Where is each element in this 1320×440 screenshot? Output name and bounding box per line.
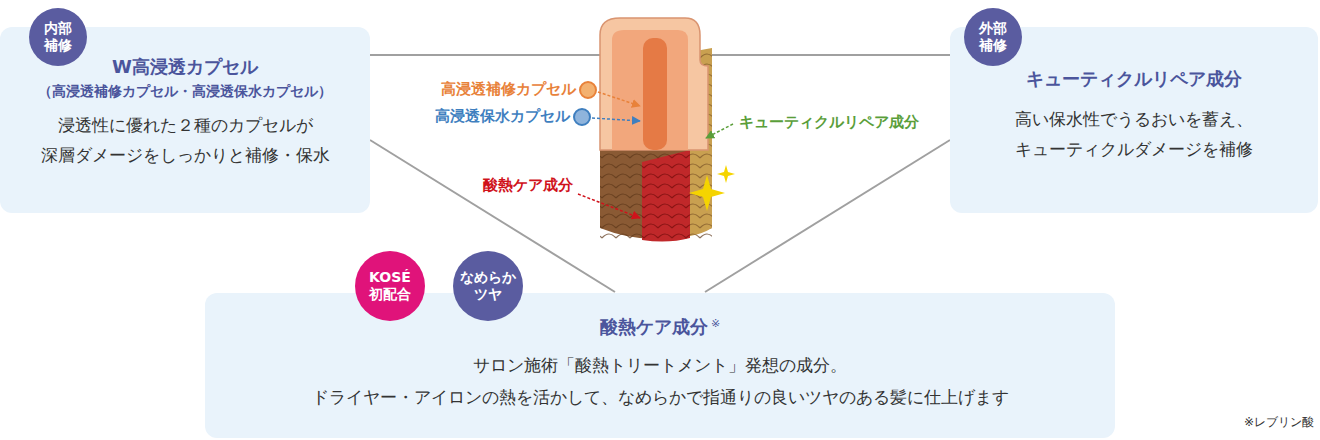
badge-text: 外部 補修 [978, 20, 1009, 54]
text-line: KOSÉ [369, 269, 411, 286]
text-line: なめらか [460, 269, 516, 286]
box-heading: キューティクルリペア成分 [1026, 67, 1242, 91]
text-line: （高浸透補修カプセル・高浸透保水カプセル） [38, 83, 332, 101]
text-line: W高浸透カプセル [112, 55, 258, 79]
text-line: 初配合 [369, 286, 411, 303]
box-body: サロン施術「酸熱トリートメント」発想の成分。 ドライヤー・アイロンの熱を活かして… [225, 349, 1095, 414]
badge-circle: 外部 補修 [964, 8, 1022, 66]
badge-text: なめらか ツヤ [457, 269, 519, 303]
text-line: 高い保水性でうるおいを蓄え、 [1015, 105, 1253, 135]
info-box: W高浸透カプセル （高浸透補修カプセル・高浸透保水カプセル） 浸透性に優れた２種のカ… [0, 27, 370, 213]
badge-text: KOSÉ 初配合 [361, 269, 420, 303]
info-box: キューティクルリペア成分高い保水性でうるおいを蓄え、 キューティクルダメージを補… [950, 27, 1318, 213]
text-line: 浸透性に優れた２種のカプセルが [58, 111, 313, 141]
part-label: 酸熱ケア成分 [481, 176, 575, 195]
text-line: 内部 [44, 20, 72, 37]
footnote-mark: ※ [711, 317, 720, 330]
box-body: 浸透性に優れた２種のカプセルが 深層ダメージをしっかりと補修・保水 [20, 111, 350, 171]
info-box: 酸熱ケア成分※ サロン施術「酸熱トリートメント」発想の成分。 ドライヤー・アイロン… [205, 293, 1115, 438]
badge-circle: 内部 補修 [29, 8, 87, 66]
box-heading: 酸熱ケア成分 [600, 316, 708, 337]
text-line: 酸熱ケア成分 [600, 315, 708, 339]
text-line: 深層ダメージをしっかりと補修・保水 [41, 141, 330, 171]
heading-row: 酸熱ケア成分※ [600, 315, 720, 339]
badge-text: 内部 補修 [43, 20, 74, 54]
box-subheading: （高浸透補修カプセル・高浸透保水カプセル） [38, 83, 332, 101]
box-body: 高い保水性でうるおいを蓄え、 キューティクルダメージを補修 [969, 105, 1299, 165]
text-line: キューティクルリペア成分 [1026, 67, 1242, 91]
text-line: ドライヤー・アイロンの熱を活かして、なめらかで指通りの良いツヤのある髪に仕上げま… [312, 381, 1009, 413]
box-heading: W高浸透カプセル [112, 55, 258, 79]
text-line: 補修 [979, 37, 1007, 54]
badge-circle: なめらか ツヤ [453, 251, 523, 321]
part-label: キューティクルリペア成分 [737, 113, 921, 132]
badge-circle: KOSÉ 初配合 [355, 251, 425, 321]
text-line: サロン施術「酸熱トリートメント」発想の成分。 [473, 349, 847, 381]
part-label: 高浸透補修カプセル [439, 80, 578, 99]
text-line: 外部 [979, 20, 1007, 37]
text-line: 補修 [44, 37, 72, 54]
text-line: ※ [711, 317, 720, 330]
footnote: ※レブリン酸 [1242, 414, 1316, 431]
part-label: 高浸透保水カプセル [433, 107, 572, 126]
text-line: キューティクルダメージを補修 [1015, 135, 1253, 165]
text-line: ツヤ [474, 286, 502, 303]
